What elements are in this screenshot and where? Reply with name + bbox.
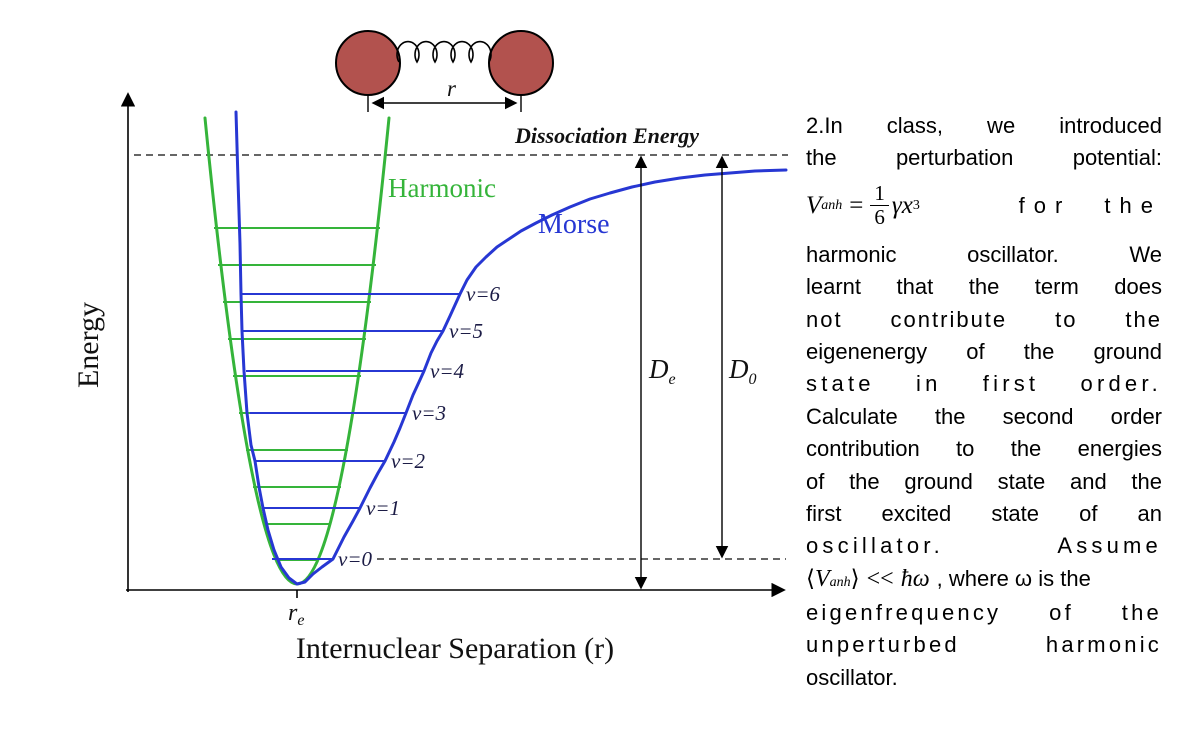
potential-energy-diagram: r Energy Internuclear Separation (r) Dis… bbox=[72, 30, 788, 665]
problem-line: contribution to the energies bbox=[806, 436, 1162, 462]
morse-curve-label: Morse bbox=[538, 209, 610, 240]
x-axis-label: Internuclear Separation (r) bbox=[296, 632, 614, 665]
problem-statement: 2.In class, we introduced the perturbati… bbox=[806, 110, 1162, 694]
problem-line: eigenenergy of the ground bbox=[806, 339, 1162, 365]
right-angle-bracket: ⟩ bbox=[850, 565, 860, 592]
formula-v-sub: anh bbox=[821, 197, 843, 213]
problem-line: oscillator. Assume bbox=[806, 533, 1162, 559]
problem-line: harmonic oscillator. We bbox=[806, 241, 1162, 267]
d0-label: D0 bbox=[728, 354, 757, 388]
morse-level-label: v=2 bbox=[391, 449, 425, 473]
d0-annotation: D0 bbox=[715, 155, 757, 559]
fraction-denominator: 6 bbox=[870, 205, 889, 230]
morse-level-label: v=6 bbox=[466, 282, 500, 306]
morse-level-label: v=0 bbox=[338, 547, 372, 571]
atom-right bbox=[488, 30, 554, 96]
morse-level-label: v=4 bbox=[430, 359, 464, 383]
much-less-than-sign: << bbox=[866, 565, 894, 592]
assume-v-sub: anh bbox=[829, 574, 851, 590]
morse-level-label: v=5 bbox=[449, 319, 483, 343]
diatomic-molecule-illustration: r bbox=[335, 30, 554, 112]
problem-line: not contribute to the bbox=[806, 306, 1162, 332]
spring-icon bbox=[396, 40, 492, 64]
formula-tail-text: for the bbox=[1018, 192, 1162, 218]
problem-line: oscillator. bbox=[806, 664, 898, 690]
formula-exponent: 3 bbox=[912, 197, 920, 213]
problem-line: unperturbed harmonic bbox=[806, 632, 1162, 658]
equals-sign: = bbox=[849, 191, 864, 219]
re-label: re bbox=[288, 600, 304, 629]
y-axis-label: Energy bbox=[72, 302, 105, 388]
formula-v: V bbox=[806, 191, 822, 219]
fraction-numerator: 1 bbox=[874, 180, 885, 205]
problem-line: Calculate the second order bbox=[806, 403, 1162, 429]
morse-curve bbox=[234, 110, 788, 586]
de-label: De bbox=[648, 354, 676, 388]
formula-gamma-x: γx bbox=[891, 191, 913, 219]
figure-svg: r Energy Internuclear Separation (r) Dis… bbox=[72, 30, 788, 665]
problem-line: the perturbation potential: bbox=[806, 145, 1162, 171]
assume-tail-text: , where ω is the bbox=[936, 565, 1091, 591]
problem-line: first excited state of an bbox=[806, 501, 1162, 527]
hbar-omega: ħω bbox=[900, 565, 930, 592]
atom-left bbox=[335, 30, 401, 96]
assume-v: V bbox=[814, 565, 830, 592]
harmonic-curve bbox=[203, 116, 391, 586]
harmonic-curve-label: Harmonic bbox=[388, 173, 496, 203]
problem-line: state in first order. bbox=[806, 371, 1162, 397]
morse-level-label: v=3 bbox=[412, 401, 446, 425]
problem-line: 2.In class, we introduced bbox=[806, 113, 1162, 138]
problem-line: learnt that the term does bbox=[806, 274, 1162, 300]
de-annotation: De bbox=[634, 155, 676, 590]
problem-line: of the ground state and the bbox=[806, 468, 1162, 494]
left-angle-bracket: ⟨ bbox=[806, 565, 815, 592]
dissociation-energy-label: Dissociation Energy bbox=[514, 123, 699, 148]
re-annotation: re bbox=[288, 590, 304, 629]
problem-line: eigenfrequency of the bbox=[806, 599, 1162, 625]
morse-levels: v=0 v=1 v=2 v=3 v=4 v=5 v=6 bbox=[241, 282, 500, 571]
morse-level-label: v=1 bbox=[366, 496, 400, 520]
bond-length-label: r bbox=[447, 76, 457, 101]
